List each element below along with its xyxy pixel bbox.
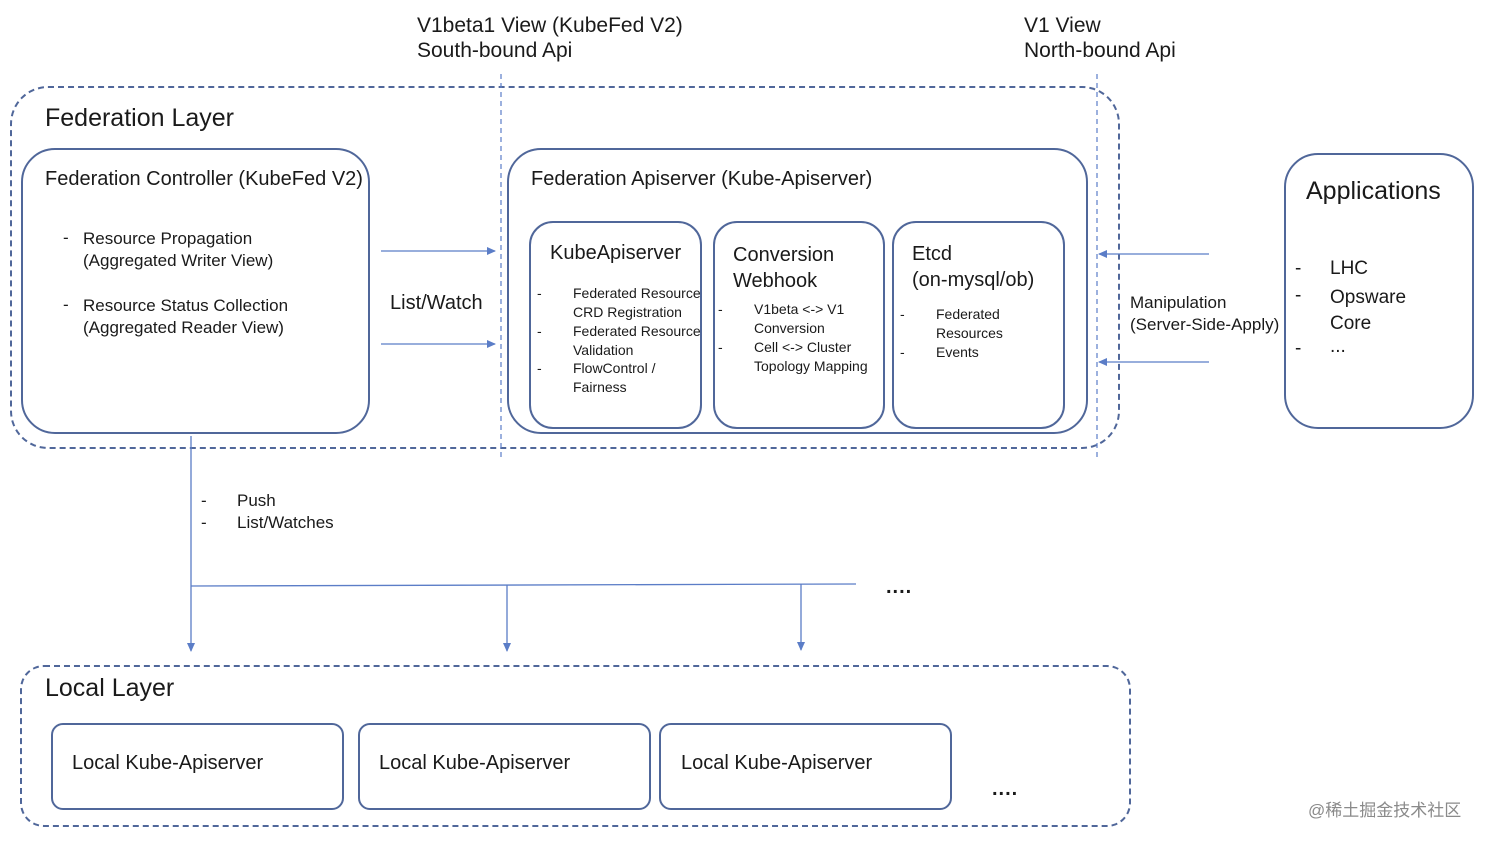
- app-item-opsware: Opsware Core: [1330, 287, 1407, 334]
- local-apiserver-label-1: Local Kube-Apiserver: [72, 752, 264, 774]
- manipulation-label: Manipulation (Server-Side-Apply): [1130, 293, 1280, 335]
- ellipsis-top: ....: [886, 576, 913, 598]
- app-item-more: ...: [1330, 336, 1346, 357]
- list-watch-label: List/Watch: [390, 292, 483, 314]
- kubeapiserver-box: [529, 221, 702, 429]
- conversion-webhook-box: [713, 221, 885, 429]
- local-layer-title: Local Layer: [45, 674, 175, 702]
- local-apiserver-box-3: [659, 723, 952, 810]
- v1-view-label: V1 View North-bound Api: [1024, 14, 1176, 62]
- federation-controller-box: [21, 148, 370, 434]
- local-apiserver-box-2: [358, 723, 651, 810]
- watermark: @稀土掘金技术社区: [1308, 801, 1462, 820]
- applications-box: [1284, 153, 1474, 429]
- push-bus: [190, 583, 857, 587]
- federation-layer-title: Federation Layer: [45, 104, 235, 132]
- federation-controller-title: Federation Controller (KubeFed V2): [45, 168, 363, 190]
- v1beta1-view-label: V1beta1 View (KubeFed V2) South-bound Ap…: [417, 14, 683, 62]
- federation-layer: [10, 86, 1120, 449]
- federation-apiserver-title: Federation Apiserver (Kube-Apiserver): [531, 168, 873, 190]
- app-item-lhc: LHC: [1330, 258, 1369, 279]
- local-apiserver-box-1: [51, 723, 344, 810]
- local-layer: [20, 665, 1131, 827]
- local-apiserver-label-2: Local Kube-Apiserver: [379, 752, 571, 774]
- etcd-box: [892, 221, 1065, 429]
- applications-title: Applications: [1306, 177, 1441, 205]
- kubeapiserver-title: KubeApiserver: [550, 242, 682, 264]
- local-ellipsis: ....: [992, 778, 1019, 800]
- local-apiserver-label-3: Local Kube-Apiserver: [681, 752, 873, 774]
- etcd-title: Etcd (on-mysql/ob): [912, 243, 1035, 291]
- conversion-webhook-title: Conversion Webhook: [733, 244, 835, 292]
